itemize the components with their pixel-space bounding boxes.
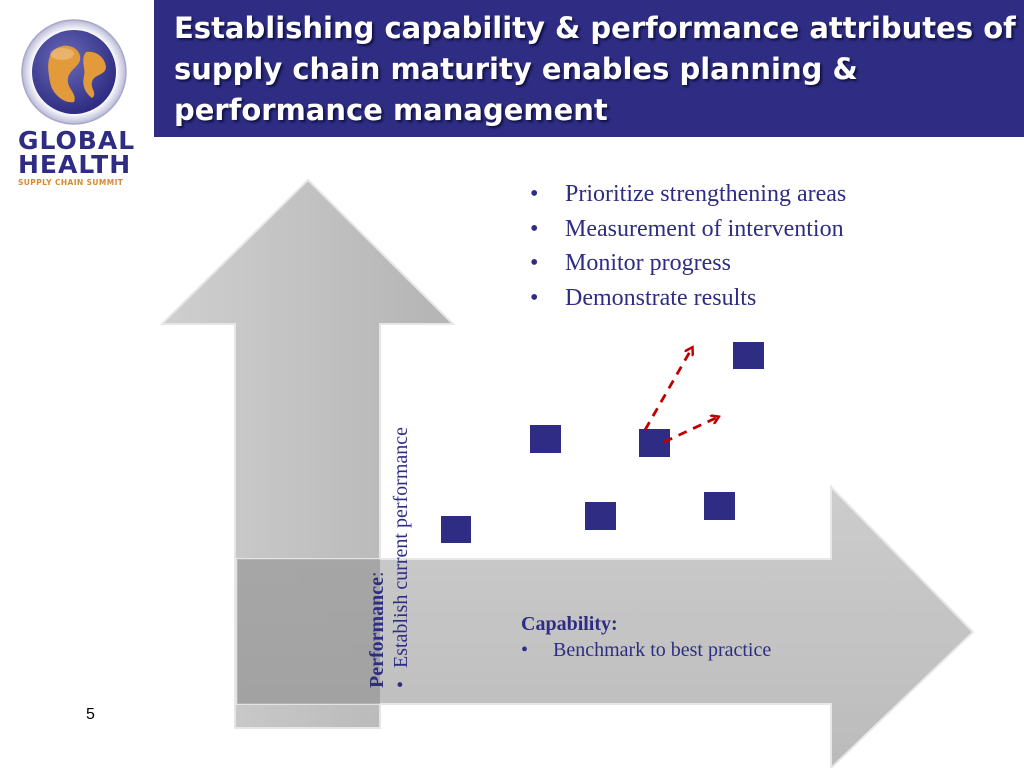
performance-label: Performance: Establish current performan… xyxy=(365,408,425,688)
maturity-marker xyxy=(530,425,561,453)
list-item: Prioritize strengthening areas xyxy=(530,177,846,212)
capability-label: Capability: Benchmark to best practice xyxy=(521,611,771,663)
maturity-marker xyxy=(733,342,764,369)
title-banner: Establishing capability & performance at… xyxy=(154,0,1024,137)
capability-item: Benchmark to best practice xyxy=(521,637,771,663)
page-number: 5 xyxy=(86,706,95,723)
maturity-marker xyxy=(585,502,616,530)
axis-overlap xyxy=(237,559,380,704)
logo-text-summit: SUPPLY CHAIN SUMMIT xyxy=(18,178,124,187)
performance-item: Establish current performance xyxy=(389,408,413,688)
globe-icon xyxy=(21,19,127,125)
maturity-marker xyxy=(704,492,735,520)
list-item: Measurement of intervention xyxy=(530,212,846,247)
performance-title: Performance xyxy=(366,576,388,688)
logo-text-global: GLOBAL xyxy=(18,126,136,155)
outcome-list: Prioritize strengthening areas Measureme… xyxy=(530,177,846,315)
maturity-marker xyxy=(639,429,670,457)
logo-text-health: HEALTH xyxy=(18,150,132,179)
capability-title: Capability: xyxy=(521,613,618,635)
improvement-arrow xyxy=(663,417,718,444)
improvement-arrow xyxy=(643,348,692,431)
list-item: Monitor progress xyxy=(530,246,846,281)
performance-axis-arrow xyxy=(159,178,456,729)
list-item: Demonstrate results xyxy=(530,281,846,316)
performance-colon: : xyxy=(366,571,388,577)
slide-title: Establishing capability & performance at… xyxy=(174,11,1016,127)
global-health-logo: GLOBAL HEALTH SUPPLY CHAIN SUMMIT xyxy=(8,8,148,188)
maturity-marker xyxy=(441,516,471,543)
